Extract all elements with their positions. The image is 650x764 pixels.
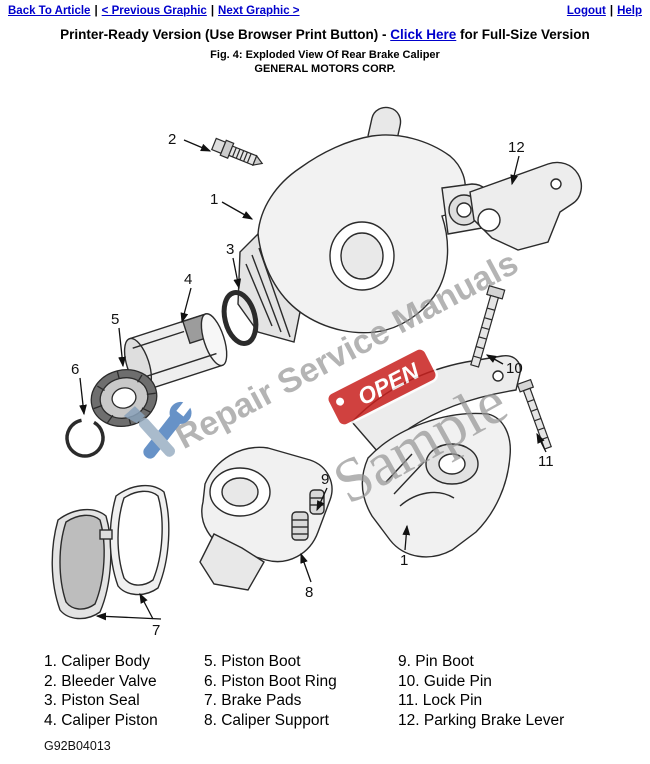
piston-boot-ring-drawing bbox=[65, 418, 105, 458]
legend-column-3: 9. Pin Boot 10. Guide Pin 11. Lock Pin 1… bbox=[398, 652, 564, 730]
callout-labels: 2 1 12 3 4 5 6 7 8 9 1 10 11 bbox=[71, 131, 554, 639]
help-link[interactable]: Help bbox=[617, 5, 642, 17]
printer-ready-prefix: Printer-Ready Version (Use Browser Print… bbox=[60, 27, 391, 42]
logout-link[interactable]: Logout bbox=[566, 5, 606, 17]
legend-item: 4. Caliper Piston bbox=[44, 711, 158, 729]
legend-item: 8. Caliper Support bbox=[204, 711, 329, 729]
legend-item: 7. Brake Pads bbox=[204, 692, 302, 709]
top-navigation: Back To Article|< Previous Graphic|Next … bbox=[8, 5, 642, 17]
lock-pin-drawing bbox=[516, 378, 552, 450]
callout-6: 6 bbox=[71, 361, 79, 378]
printer-ready-line: Printer-Ready Version (Use Browser Print… bbox=[0, 27, 650, 42]
callout-12: 12 bbox=[508, 139, 525, 156]
callout-1: 1 bbox=[210, 191, 218, 208]
callout-5: 5 bbox=[111, 311, 119, 328]
nav-separator: | bbox=[609, 5, 614, 17]
back-to-article-link[interactable]: Back To Article bbox=[8, 5, 91, 17]
callout-9: 9 bbox=[321, 471, 329, 488]
nav-separator: | bbox=[210, 5, 215, 17]
piston-seal-drawing bbox=[221, 290, 259, 346]
figure-code: G92B04013 bbox=[44, 739, 111, 753]
parking-brake-lever-drawing bbox=[469, 161, 583, 251]
diagram-area: 2 1 12 3 4 5 6 7 8 9 1 10 11 Repair Serv… bbox=[0, 92, 650, 652]
callout-3: 3 bbox=[226, 241, 234, 258]
callout-4: 4 bbox=[184, 271, 192, 288]
callout-1b: 1 bbox=[400, 552, 408, 569]
caliper-support-right-drawing bbox=[351, 355, 521, 558]
legend-column-2: 5. Piston Boot 6. Piston Boot Ring 7. Br… bbox=[204, 652, 337, 730]
callout-leaders bbox=[79, 139, 547, 621]
printer-ready-suffix: for Full-Size Version bbox=[456, 27, 590, 42]
figure-title: Fig. 4: Exploded View Of Rear Brake Cali… bbox=[210, 49, 440, 61]
guide-pin-drawing bbox=[470, 285, 506, 368]
legend-column-1: 1. Caliper Body 2. Bleeder Valve 3. Pist… bbox=[44, 652, 158, 730]
nav-separator: | bbox=[94, 5, 98, 17]
callout-2: 2 bbox=[168, 131, 176, 148]
legend-item: 3. Piston Seal bbox=[44, 692, 140, 709]
legend-item: 6. Piston Boot Ring bbox=[204, 672, 337, 690]
nav-right: Logout|Help bbox=[567, 5, 642, 17]
legend-item: 12. Parking Brake Lever bbox=[398, 711, 565, 729]
caliper-support-drawing bbox=[199, 446, 333, 591]
legend-item: 1. Caliper Body bbox=[44, 653, 150, 670]
next-graphic-link[interactable]: Next Graphic > bbox=[218, 5, 300, 17]
callout-8: 8 bbox=[305, 584, 313, 601]
callout-7: 7 bbox=[152, 622, 160, 639]
bleeder-valve-drawing bbox=[210, 137, 264, 166]
company-name: GENERAL MOTORS CORP. bbox=[254, 63, 396, 75]
brake-pads-drawing bbox=[51, 485, 170, 620]
legend-item: 9. Pin Boot bbox=[398, 653, 474, 670]
nav-left: Back To Article|< Previous Graphic|Next … bbox=[8, 5, 300, 17]
legend-item: 5. Piston Boot bbox=[204, 653, 301, 670]
click-here-link[interactable]: Click Here bbox=[390, 27, 457, 42]
legend-item: 2. Bleeder Valve bbox=[44, 672, 157, 690]
legend-item: 11. Lock Pin bbox=[398, 692, 483, 709]
brake-caliper-exploded-diagram: 2 1 12 3 4 5 6 7 8 9 1 10 11 Repair Serv… bbox=[51, 106, 583, 639]
callout-11: 11 bbox=[538, 453, 554, 470]
previous-graphic-link[interactable]: < Previous Graphic bbox=[101, 5, 207, 17]
legend-item: 10. Guide Pin bbox=[398, 672, 492, 690]
tools-icon bbox=[123, 399, 193, 459]
callout-10: 10 bbox=[506, 360, 523, 377]
